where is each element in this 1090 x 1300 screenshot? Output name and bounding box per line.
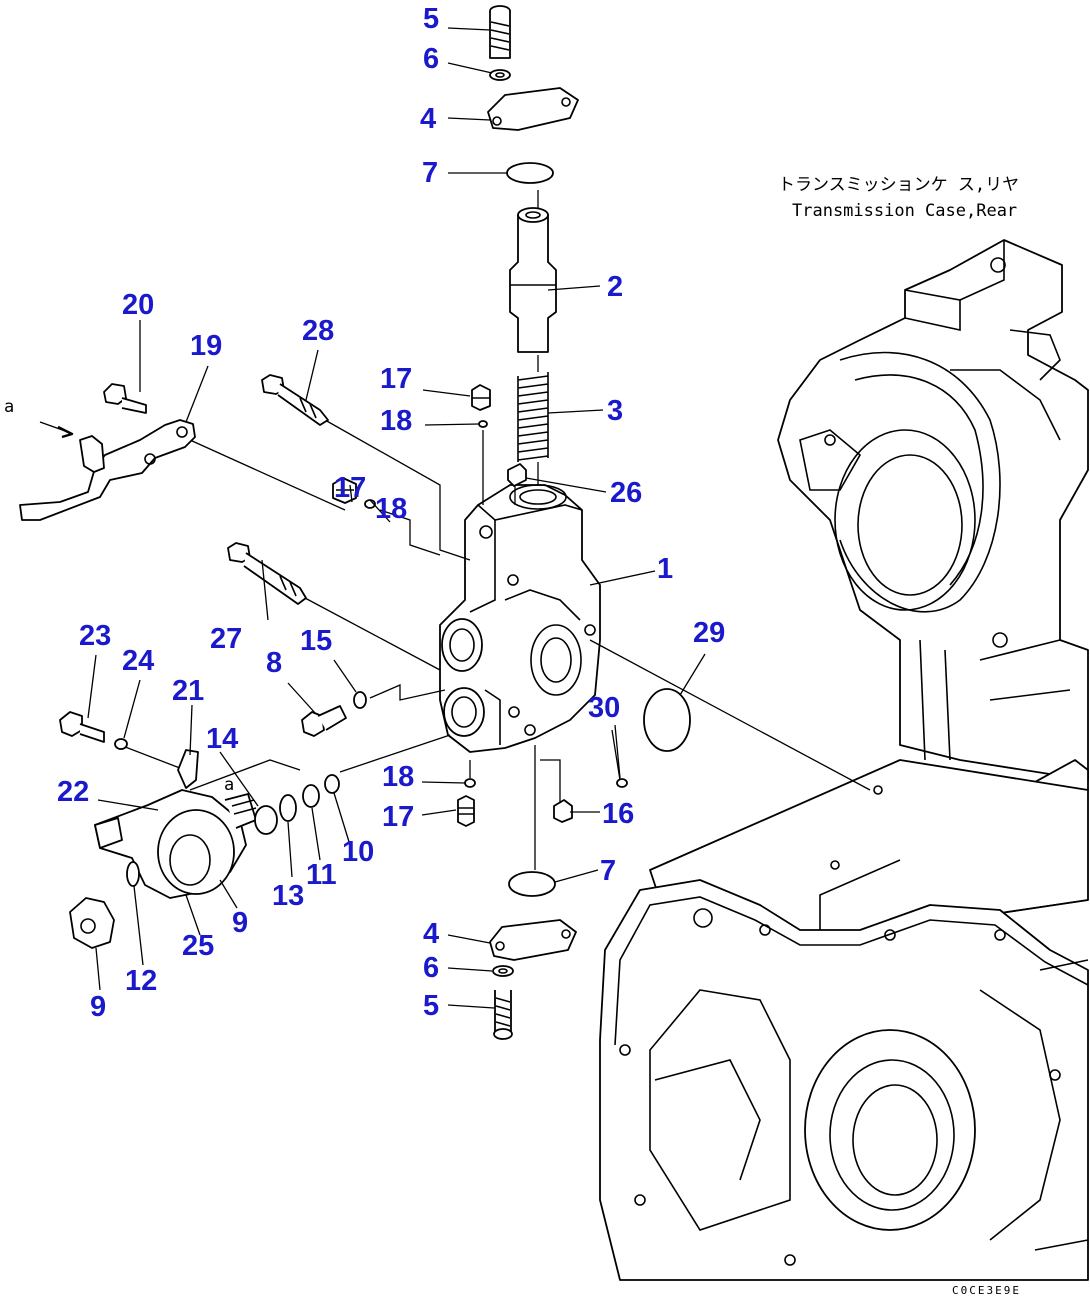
callout-17-lower: 17 [382,801,414,833]
callout-11: 11 [306,859,337,891]
callout-leaders [87,27,706,1009]
callout-17-upper: 17 [380,363,412,395]
callout-4-bottom: 4 [423,918,439,950]
valve-body [439,484,601,753]
callout-20: 20 [122,289,154,321]
callout-12: 12 [125,965,157,997]
callout-17-mid: 17 [334,472,366,504]
callout-7-top: 7 [422,157,438,189]
callout-30: 30 [588,692,620,724]
callout-1: 1 [657,553,673,585]
callout-19: 19 [190,330,222,362]
callout-5-top: 5 [423,3,439,35]
callout-7-bottom: 7 [600,855,616,887]
callout-15: 15 [300,625,332,657]
bottom-cover-parts [489,871,577,1040]
callout-25: 25 [182,930,214,962]
callout-6-bottom: 6 [423,952,439,984]
right-small-parts [457,688,691,827]
callout-16: 16 [602,798,634,830]
assembly-lines [119,190,871,870]
callout-8: 8 [266,647,282,679]
drawing-code: C0CE3E9E [952,1284,1021,1297]
callout-23: 23 [79,620,111,652]
callout-6-top: 6 [423,43,439,75]
callout-26: 26 [610,477,642,509]
lever-and-bolts [19,374,329,605]
caption-english: Transmission Case,Rear [792,201,1017,221]
callout-18-lower: 18 [382,761,414,793]
callout-labels: 5 6 4 7 2 3 17 18 26 1 20 19 28 17 18 27… [57,3,725,1023]
view-marker-a-right: a [224,775,234,795]
callout-4-top: 4 [420,103,436,135]
solenoid-assembly [59,691,367,949]
callout-21: 21 [172,675,204,707]
callout-29: 29 [693,617,725,649]
callout-14: 14 [206,723,238,755]
callout-9-right: 9 [232,907,248,939]
callout-13: 13 [272,880,304,912]
callout-3: 3 [607,395,623,427]
callout-5-bottom: 5 [423,990,439,1022]
callout-27: 27 [210,623,242,655]
callout-22: 22 [57,776,89,808]
top-cover-parts [487,5,579,487]
transmission-case-rear [599,239,1089,1281]
view-marker-a-left: a [4,397,14,417]
callout-28: 28 [302,315,334,347]
callout-18-upper: 18 [380,405,412,437]
callout-24: 24 [122,645,154,677]
callout-18-mid: 18 [375,493,407,525]
callout-10: 10 [342,836,374,868]
callout-9-left: 9 [90,991,106,1023]
upper-plug-parts [332,384,491,509]
caption-japanese: トランスミッションケ ス,リヤ [778,175,1019,195]
callout-2: 2 [607,271,623,303]
